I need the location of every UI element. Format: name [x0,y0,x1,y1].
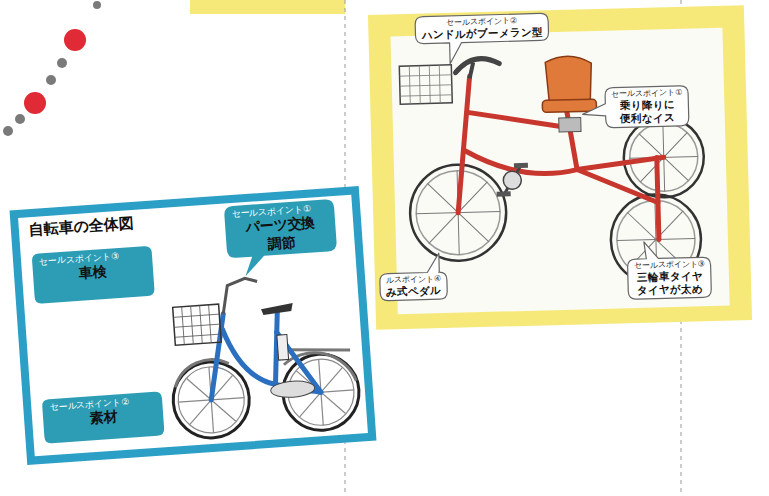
callout-bubble: セールスポイント①乗り降りに 便利なイス [604,85,690,129]
callout-bubble: ルスポイント④み式ペダル [379,271,449,302]
sales-point-box: セールスポイント②素材 [41,390,166,444]
callout-outline [32,246,155,304]
callout-outline [582,86,689,129]
callout-outline [627,240,711,299]
callout-bubble: セールスポイント③三輪車タイヤ タイヤが太め [626,256,712,300]
callout-number: ルスポイント④ [386,274,441,285]
callout-text: 素材 [89,409,118,428]
callout-bubble: セールスポイント②ハンドルがブーメラン型 [414,12,550,45]
panel-card: 自転車の全体図セールスポイント③車検セールスポイント①パーツ交換 調節セールスポ… [10,186,377,465]
callout-number: セールスポイント① [611,88,682,100]
callout-text: 三輪車タイヤ タイヤが太め [636,269,703,297]
callout-outline [224,199,339,278]
callout-outline [42,391,165,443]
callout-text: 乗り降りに 便利なイス [619,98,675,126]
yellow-card: セールスポイント②ハンドルがブーメラン型セールスポイント①乗り降りに 便利なイス… [368,5,752,330]
sales-point-bubble: セールスポイント①パーツ交換 調節 [223,198,339,260]
callout-text: 車検 [79,263,108,282]
callout-text: パーツ交換 調節 [245,215,317,255]
callout-outline [415,13,549,64]
callout-outline [379,253,447,301]
callout-text: み式ペダル [386,284,441,299]
sales-point-box: セールスポイント③車検 [31,245,156,305]
